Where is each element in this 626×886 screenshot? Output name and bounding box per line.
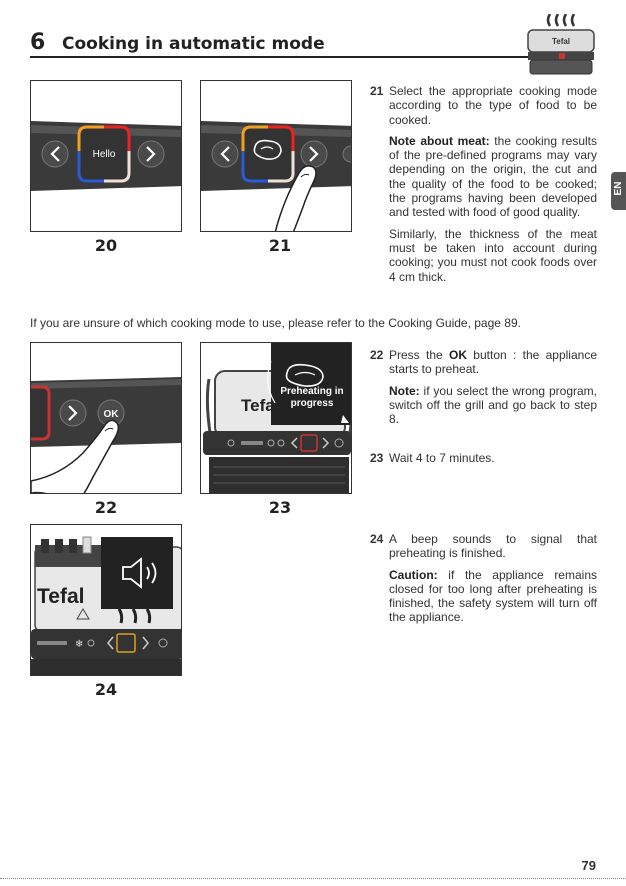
preheating-overlay-line2: progress (291, 398, 334, 409)
step-22-ok-label: OK (448, 348, 467, 362)
figure-20: Hello (30, 80, 182, 232)
cooking-guide-note: If you are unsure of which cooking mode … (30, 316, 521, 330)
step-23-number: 23 (370, 451, 384, 465)
caution-text: if the appliance remains closed for too … (389, 567, 597, 625)
speaker-icon (122, 557, 142, 589)
chapter-number: 6 (30, 30, 46, 55)
figure-21 (200, 80, 352, 232)
step-22-note-text: if you select the wrong program, switch … (389, 383, 597, 427)
step-22: 22 Press the OK button : the appliance s… (370, 348, 597, 433)
display-hello-text: Hello (93, 149, 116, 160)
chapter-header: 6 Cooking in automatic mode Tefal (30, 14, 600, 75)
preheating-overlay-line1: Preheating in (280, 386, 343, 397)
header-rule (30, 56, 530, 58)
figure-24: Tefal ❄ (30, 524, 182, 676)
figure-23: Tefal Preheating in progress (200, 342, 352, 494)
caution-label: Caution: (389, 567, 438, 582)
step-24-number: 24 (370, 532, 384, 546)
step-22-number: 22 (370, 348, 384, 362)
grill-brand-23: Tefal (241, 396, 279, 415)
figure-22: OK (30, 342, 182, 494)
step-23-text: Wait 4 to 7 minutes. (389, 451, 495, 465)
chapter-title: Cooking in automatic mode (62, 34, 325, 54)
ok-button-label: OK (104, 409, 120, 420)
thickness-note: Similarly, the thickness of the meat mus… (389, 226, 597, 284)
grill-brand-24: Tefal (37, 585, 84, 608)
figure-21-number: 21 (268, 236, 292, 255)
figure-23-number: 23 (268, 498, 292, 517)
frost-icon: ❄ (75, 639, 83, 650)
step-23: 23 Wait 4 to 7 minutes. (370, 451, 597, 472)
bottom-rule (0, 878, 626, 879)
meat-note-text: the cooking results of the pre-defined p… (389, 133, 598, 220)
step-24-text: A beep sounds to signal that preheating … (389, 532, 597, 561)
figure-20-number: 20 (94, 236, 118, 255)
meat-note-label: Note about meat: (389, 133, 490, 148)
step-22-note-label: Note: (389, 383, 420, 398)
language-tab: EN (611, 172, 626, 210)
step-21-number: 21 (370, 84, 384, 98)
grill-appliance-icon: Tefal (527, 14, 595, 75)
logo-text: Tefal (552, 37, 570, 46)
language-tab-label: EN (613, 181, 624, 196)
page-number: 79 (581, 858, 596, 873)
step-21-text: Select the appropriate cooking mode acco… (389, 84, 597, 127)
figure-22-number: 22 (94, 498, 118, 517)
step-24: 24 A beep sounds to signal that preheati… (370, 532, 597, 632)
step-21: 21 Select the appropriate cooking mode a… (370, 84, 597, 291)
step-22-text-before: Press the (389, 348, 449, 362)
step-22-text-after: button : the appliance starts to preheat… (389, 348, 597, 377)
figure-24-number: 24 (94, 680, 118, 699)
